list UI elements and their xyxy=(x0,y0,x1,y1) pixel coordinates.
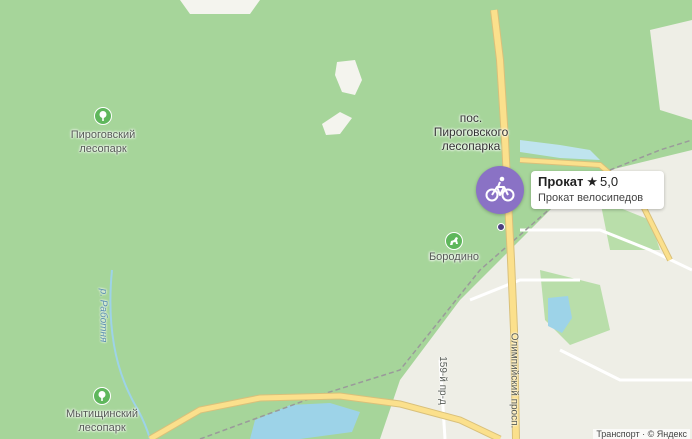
poi-title: Прокат xyxy=(538,174,584,189)
tree-icon xyxy=(94,107,112,125)
map-attribution[interactable]: Транспорт · © Яндекс xyxy=(593,429,690,439)
minor-road[interactable] xyxy=(520,228,692,272)
label-line: лесопарк xyxy=(78,422,126,434)
mytishchi-park-label[interactable]: Мытищинский лесопарк xyxy=(54,407,150,435)
pirogovsky-park-label[interactable]: Пироговский лесопарк xyxy=(60,128,146,156)
minor-road-159[interactable] xyxy=(438,359,447,439)
olympic-avenue-label: Олимпийский просп. xyxy=(508,332,520,429)
major-road-south[interactable] xyxy=(148,393,502,439)
horse-icon xyxy=(445,232,463,250)
street-159-label: 159-й пр-д xyxy=(436,356,448,405)
minor-road-3[interactable] xyxy=(469,278,580,302)
label-line: лесопарка xyxy=(441,139,501,153)
clearing xyxy=(335,60,362,95)
river-label: р. Работня xyxy=(97,288,109,343)
label-line: пос. xyxy=(459,111,483,125)
label-line: Пироговский xyxy=(70,129,136,141)
tree-glyph xyxy=(98,391,106,401)
tree-icon xyxy=(93,387,111,405)
label-line: Пироговского xyxy=(433,125,509,139)
clearing-3 xyxy=(180,0,260,14)
poi-title-row: Прокат★5,0 xyxy=(538,174,618,190)
poi-rating: 5,0 xyxy=(600,174,619,189)
pirogovsky-village-label[interactable]: пос. Пироговского лесопарка xyxy=(418,111,524,153)
poi-location-dot xyxy=(497,223,505,231)
lake xyxy=(250,403,360,439)
star-icon: ★ xyxy=(586,174,598,189)
label-line: Мытищинский xyxy=(65,408,139,420)
poi-pin[interactable] xyxy=(476,166,524,214)
horse-glyph xyxy=(450,237,458,245)
stream-basin xyxy=(520,140,600,160)
bicycle-icon xyxy=(485,176,515,202)
urban-area-north xyxy=(650,20,692,120)
poi-category: Прокат велосипедов xyxy=(538,192,644,204)
railway xyxy=(199,139,692,439)
pond xyxy=(548,296,572,333)
river-rabotnya xyxy=(109,269,151,439)
label-line: лесопарк xyxy=(79,143,127,155)
minor-road-2[interactable] xyxy=(559,348,692,382)
tree-glyph xyxy=(99,111,107,121)
clearing-2 xyxy=(322,112,352,135)
borodino-label[interactable]: Бородино xyxy=(428,251,480,263)
poi-card[interactable]: Прокат★5,0 Прокат велосипедов xyxy=(531,171,664,209)
